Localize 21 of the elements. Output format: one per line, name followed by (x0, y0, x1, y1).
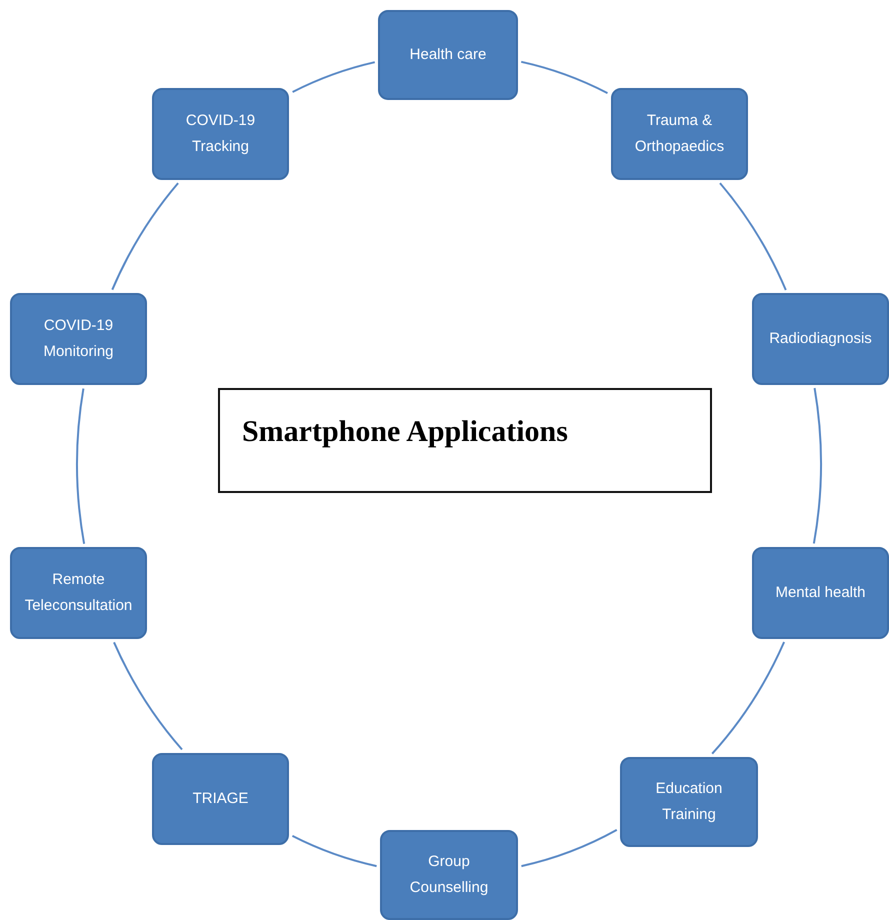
topic-box: COVID-19 Tracking (152, 88, 289, 180)
connector-arc (111, 182, 179, 290)
connector-arc (113, 642, 183, 750)
topic-box: COVID-19 Monitoring (10, 293, 147, 385)
title-box: Smartphone Applications (218, 388, 712, 493)
topic-box: Remote Teleconsultation (10, 547, 147, 639)
connector-arc (292, 835, 377, 868)
connector-arc (711, 642, 785, 754)
connector-arc (520, 60, 608, 94)
topic-box: Group Counselling (380, 830, 518, 920)
topic-box: Health care (378, 10, 518, 100)
connector-arc (719, 182, 787, 290)
connector-arc (812, 388, 822, 544)
topic-box: Education Training (620, 757, 758, 847)
topic-box: Trauma & Orthopaedics (611, 88, 748, 180)
connector-arc (292, 61, 376, 93)
topic-box: Radiodiagnosis (752, 293, 889, 385)
topic-box: Mental health (752, 547, 889, 639)
topic-box: TRIAGE (152, 753, 289, 845)
connector-arc (76, 388, 86, 544)
connector-arc (521, 829, 618, 868)
